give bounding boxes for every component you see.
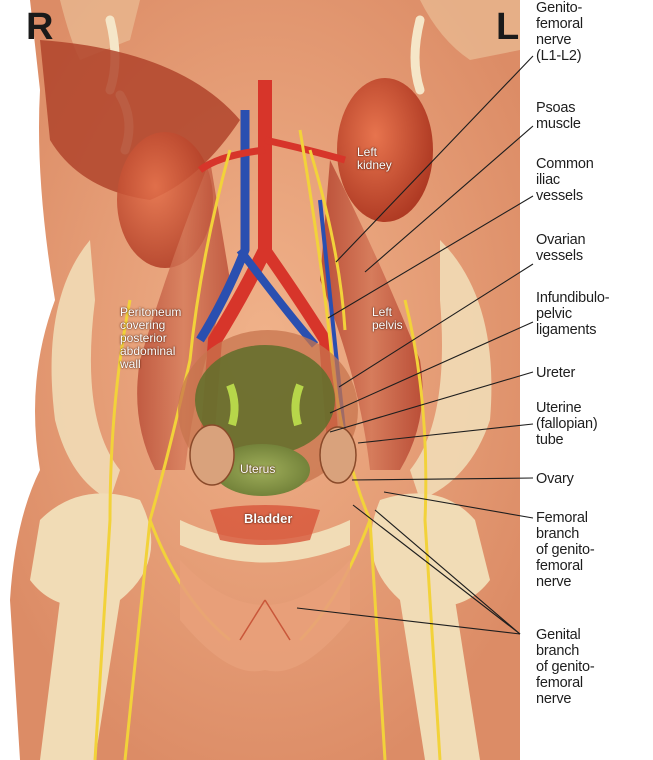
- callout-ovarian-vessels: Ovarian vessels: [536, 232, 585, 264]
- callout-ovary: Ovary: [536, 471, 574, 487]
- callout-ureter: Ureter: [536, 365, 575, 381]
- callout-genital-branch: Genital branch of genito- femoral nerve: [536, 627, 594, 707]
- label-bladder: Bladder: [244, 512, 292, 525]
- callout-genitofemoral-nerve: Genito- femoral nerve (L1-L2): [536, 0, 583, 64]
- label-uterus: Uterus: [240, 463, 275, 476]
- callout-femoral-branch: Femoral branch of genito- femoral nerve: [536, 510, 594, 590]
- label-left-pelvis: Left pelvis: [372, 306, 403, 332]
- right-side-marker: R: [26, 8, 53, 46]
- left-side-marker: L: [496, 8, 519, 46]
- callout-psoas-muscle: Psoas muscle: [536, 100, 581, 132]
- label-left-kidney: Left kidney: [357, 146, 392, 172]
- callout-uterine-tube: Uterine (fallopian) tube: [536, 400, 597, 448]
- label-peritoneum: Peritoneum covering posterior abdominal …: [120, 306, 181, 371]
- callout-infundibulopelvic-ligaments: Infundibulo- pelvic ligaments: [536, 290, 609, 338]
- callout-common-iliac-vessels: Common iliac vessels: [536, 156, 594, 204]
